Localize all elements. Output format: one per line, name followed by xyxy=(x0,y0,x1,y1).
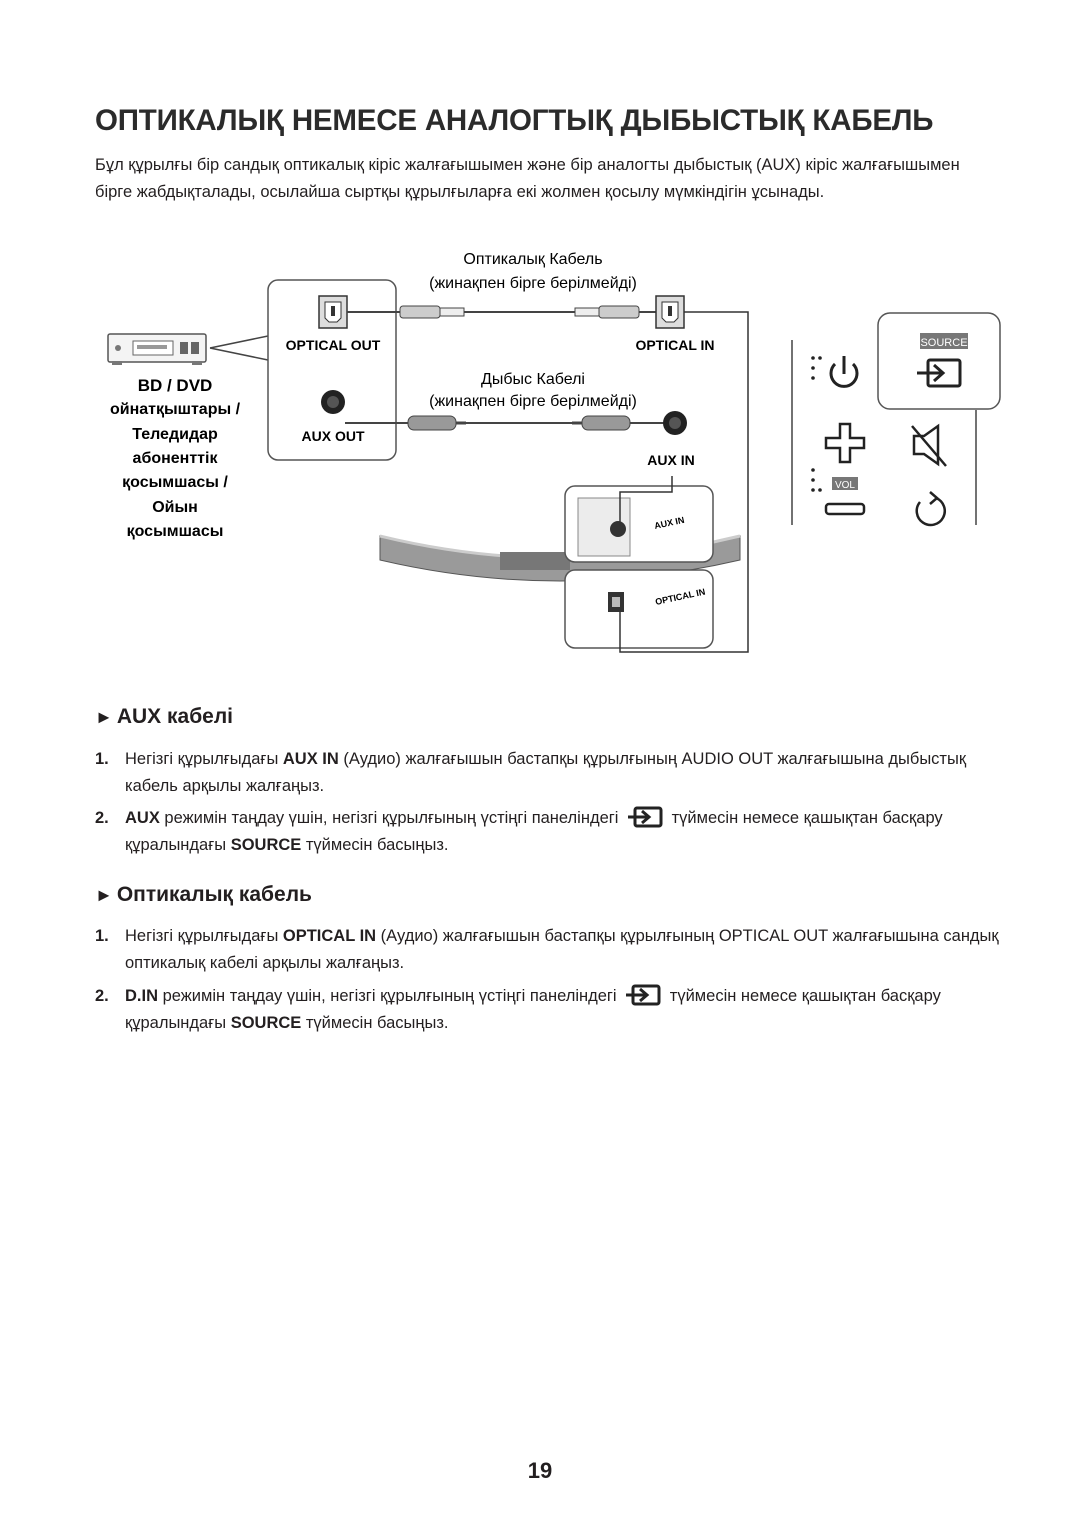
optical-step-1: 1. Негізгі құрылғыдағы OPTICAL IN (Аудио… xyxy=(95,927,999,972)
page-number: 19 xyxy=(527,1458,553,1483)
bullet-arrow-icon: ► xyxy=(95,707,113,727)
vol-badge: VOL xyxy=(832,477,858,491)
optical-cable-label: Оптикалық Кабель xyxy=(463,251,602,268)
repeat-icon xyxy=(915,491,946,527)
top-panel-illustration xyxy=(791,312,1001,525)
audio-cable-icon xyxy=(345,415,664,431)
optical-step-2: 2. D.IN режимін таңдау үшін, негізгі құр… xyxy=(95,983,1015,1037)
intro-paragraph: Бұл құрылғы бір сандық оптикалық кіріс ж… xyxy=(95,156,960,201)
indicator-dots-icon xyxy=(811,468,822,492)
source-button-icon xyxy=(628,806,663,828)
device-label-line: Теледидар xyxy=(132,426,218,443)
optical-out-label: OPTICAL OUT xyxy=(286,337,381,353)
aux-connection-line xyxy=(619,476,673,526)
device-label-line: абоненттік xyxy=(133,450,219,467)
optical-out-port-icon xyxy=(318,295,348,329)
optical-cable-note: (жинақпен бірге берілмейді) xyxy=(429,275,637,292)
volume-up-icon xyxy=(824,422,866,464)
mute-icon xyxy=(911,423,947,467)
device-label-bold: BD / DVD xyxy=(138,376,213,395)
optical-in-port-icon xyxy=(655,295,685,329)
audio-cable-note: (жинақпен бірге берілмейді) xyxy=(429,393,637,410)
device-label-line: қосымшасы / xyxy=(122,474,228,491)
source-badge-label: SOURCE xyxy=(920,337,967,349)
volume-down-icon xyxy=(824,502,866,516)
connection-diagram: BD / DVD ойнатқыштары / Теледидар абонен… xyxy=(0,240,1080,670)
aux-out-port-icon xyxy=(321,390,345,414)
aux-section-heading: ►AUX кабелі xyxy=(95,705,234,728)
vol-badge-label: VOL xyxy=(835,480,855,491)
aux-step-1: 1. Негізгі құрылғыдағы AUX IN (Аудио) жа… xyxy=(95,750,967,795)
source-button-icon xyxy=(917,358,962,388)
source-device-panel xyxy=(267,279,397,461)
aux-out-label: AUX OUT xyxy=(302,428,365,444)
bd-dvd-player-icon xyxy=(107,333,207,365)
indicator-dots-icon xyxy=(811,356,822,380)
optical-section-heading: ►Оптикалық кабель xyxy=(95,883,312,906)
device-label-line: қосымшасы xyxy=(127,523,224,540)
aux-step-2: 2. AUX режимін таңдау үшін, негізгі құры… xyxy=(95,805,1015,859)
device-label-line: Ойын xyxy=(152,499,198,516)
audio-cable-label: Дыбыс Кабелі xyxy=(481,371,585,388)
aux-in-label: AUX IN xyxy=(647,452,694,468)
bullet-arrow-icon: ► xyxy=(95,885,113,905)
source-button-icon xyxy=(626,984,661,1006)
source-badge: SOURCE xyxy=(920,333,968,349)
optical-connection-line xyxy=(619,311,749,653)
page-title: ОПТИКАЛЫҚ НЕМЕСЕ АНАЛОГТЫҚ ДЫБЫСТЫҚ КАБЕ… xyxy=(95,104,934,137)
optical-in-zoom-panel xyxy=(564,569,714,649)
aux-in-port-icon xyxy=(663,411,687,435)
power-button-icon xyxy=(829,356,859,388)
optical-in-label: OPTICAL IN xyxy=(635,337,714,353)
device-label-line: ойнатқыштары / xyxy=(110,401,241,418)
optical-cable-icon xyxy=(347,305,656,319)
